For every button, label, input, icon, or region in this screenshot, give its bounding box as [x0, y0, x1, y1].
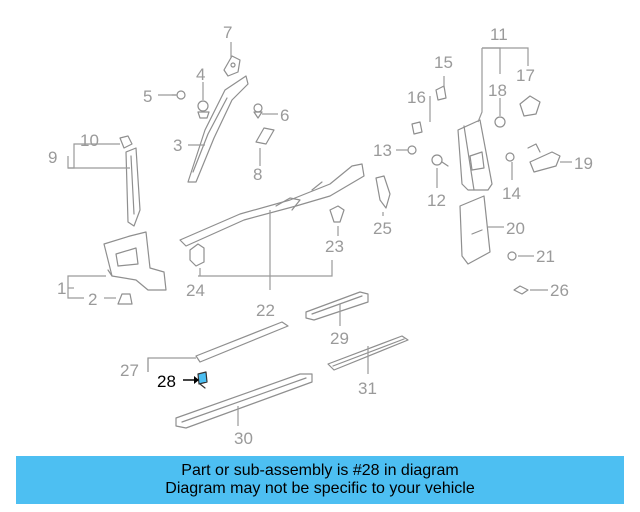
callout-24: 24	[186, 281, 205, 300]
part-20-b-pillar-lower	[459, 195, 491, 265]
parts-diagram: 7 4 5 3 6 8 10 9 1 2 24 22 23 25 29 27 2…	[48, 23, 593, 448]
part-8-cover	[255, 127, 275, 145]
callout-1: 1	[57, 279, 66, 298]
part-27-sill-strip	[195, 321, 289, 363]
part-15-clip	[435, 85, 447, 101]
callout-10: 10	[80, 131, 99, 150]
part-26-clip	[513, 285, 529, 295]
callout-9: 9	[48, 148, 57, 167]
callout-31: 31	[358, 379, 377, 398]
callout-7: 7	[223, 23, 232, 42]
callout-21: 21	[536, 247, 555, 266]
part-1-kick-panel	[103, 231, 167, 291]
part-19-handle	[527, 143, 561, 173]
callout-5: 5	[143, 87, 152, 106]
callout-27: 27	[120, 361, 139, 380]
part-6-screw	[253, 103, 263, 119]
part-13-screw	[407, 145, 417, 155]
part-14-screw	[505, 152, 515, 162]
callout-29: 29	[330, 329, 349, 348]
callout-30: 30	[234, 429, 253, 448]
callout-22: 22	[256, 301, 275, 320]
callout-19: 19	[574, 154, 593, 173]
part-22-rocker-panel	[179, 163, 365, 247]
part-24-clip	[189, 243, 205, 267]
callout-26: 26	[550, 281, 569, 300]
callout-16: 16	[407, 88, 426, 107]
part-25-bracket	[375, 175, 391, 209]
part-12-bolt	[431, 154, 449, 167]
part-16-clip	[411, 121, 423, 135]
callout-3: 3	[173, 136, 182, 155]
callout-18: 18	[488, 81, 507, 100]
part-4-clip	[197, 100, 210, 119]
part-9-trim	[125, 147, 141, 227]
part-23-clip	[329, 205, 345, 223]
part-29-trim	[305, 291, 369, 321]
callout-20: 20	[506, 219, 525, 238]
callout-14: 14	[502, 184, 521, 203]
callout-6: 6	[280, 106, 289, 125]
part-3-a-pillar-trim	[187, 75, 249, 183]
part-10-clip	[119, 135, 133, 149]
callout-4: 4	[196, 65, 205, 84]
callout-15: 15	[434, 53, 453, 72]
arrow-28	[183, 376, 199, 384]
callout-17: 17	[516, 66, 535, 85]
part-2-cap	[117, 293, 133, 305]
part-21-screw	[507, 251, 517, 261]
part-30-sill-plate	[175, 373, 313, 429]
banner-line-2: Diagram may not be specific to your vehi…	[165, 480, 475, 497]
part-7-bracket	[223, 55, 241, 77]
callout-8: 8	[253, 165, 262, 184]
callout-28: 28	[157, 372, 176, 391]
info-banner: Part or sub-assembly is #28 in diagram D…	[16, 456, 624, 504]
callout-25: 25	[373, 219, 392, 238]
part-28-clip	[197, 371, 208, 389]
part-18-nut	[494, 116, 506, 128]
banner-line-1: Part or sub-assembly is #28 in diagram	[181, 462, 459, 479]
callout-23: 23	[325, 237, 344, 256]
part-17-clip	[519, 95, 541, 117]
callout-13: 13	[373, 141, 392, 160]
callout-11: 11	[490, 25, 508, 44]
part-11-b-pillar-trim	[457, 119, 493, 191]
leader-lines	[67, 42, 572, 426]
callout-12: 12	[427, 191, 446, 210]
callout-2: 2	[88, 290, 97, 309]
